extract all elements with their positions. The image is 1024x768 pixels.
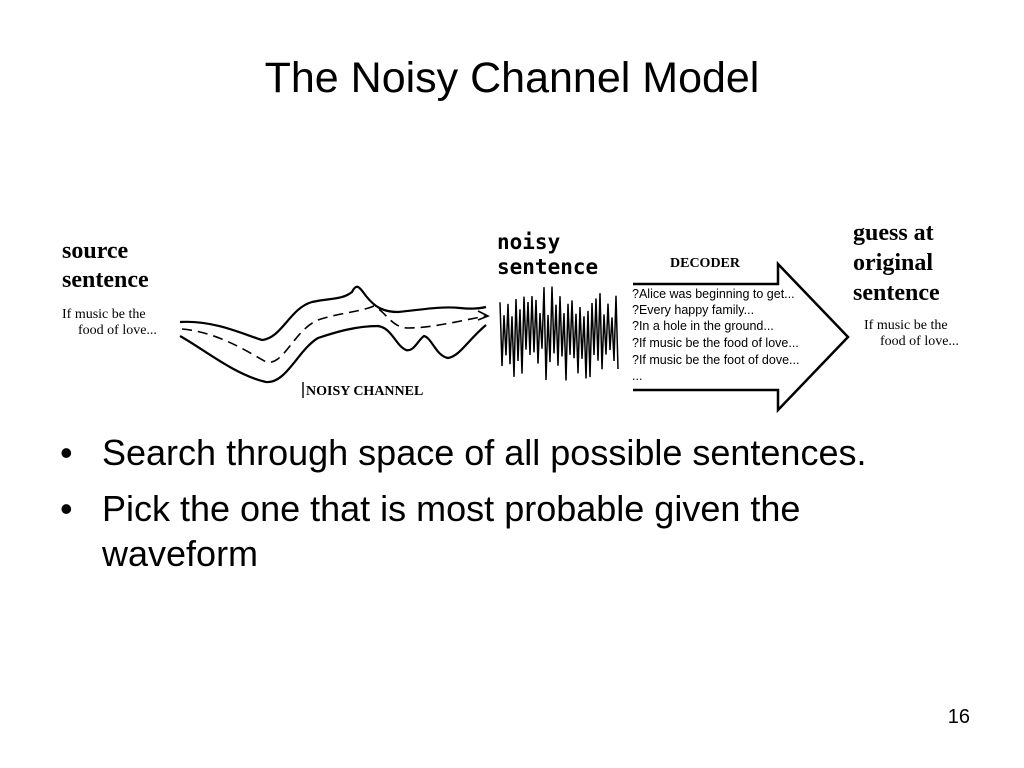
- guess-heading-line3: sentence: [853, 280, 940, 306]
- decoder-candidate: ?If music be the food of love...: [632, 336, 799, 350]
- decoder-candidate: ?If music be the foot of dove...: [632, 353, 799, 367]
- bullet-symbol: •: [60, 488, 73, 529]
- guess-text-line1: If music be the: [864, 318, 948, 333]
- decoder-candidate: ...: [632, 369, 642, 383]
- noisy-waveform: [499, 286, 619, 381]
- bullet-text: Search through space of all possible sen…: [102, 432, 867, 473]
- noisy-heading-line1: noisy: [497, 230, 561, 254]
- source-text-line1: If music be the: [62, 307, 146, 322]
- bullet-list: • Search through space of all possible s…: [60, 430, 960, 587]
- guess-text-line2: food of love...: [880, 334, 959, 349]
- guess-heading-line1: guess at: [853, 220, 934, 246]
- decoder-candidates: ?Alice was beginning to get... ?Every ha…: [632, 287, 799, 383]
- source-heading-line1: source: [62, 238, 129, 264]
- page-number: 16: [947, 706, 970, 728]
- channel-upper-boundary: [179, 285, 487, 342]
- decoder-candidate: ?Every happy family...: [632, 303, 754, 317]
- decoder-candidate: ?In a hole in the ground...: [632, 319, 774, 333]
- decoder-candidate: ?Alice was beginning to get...: [632, 287, 795, 301]
- noisy-heading-line2: sentence: [497, 255, 598, 279]
- channel-lower-boundary: [179, 324, 487, 384]
- channel-arrow-head: [477, 310, 490, 321]
- channel-label: NOISY CHANNEL: [306, 384, 423, 399]
- decoder-label: DECODER: [670, 256, 741, 271]
- source-heading-line2: sentence: [62, 267, 149, 293]
- noisy-channel-tube: [179, 285, 490, 398]
- source-text-line2: food of love...: [78, 323, 157, 338]
- decoder-arrow-outline: [633, 260, 850, 414]
- channel-signal-path: [181, 305, 487, 363]
- guess-heading-line2: original: [853, 250, 933, 276]
- bullet-symbol: •: [60, 432, 73, 473]
- bullet-item: • Search through space of all possible s…: [60, 430, 960, 475]
- bullet-item: • Pick the one that is most probable giv…: [60, 486, 960, 576]
- slide-title: The Noisy Channel Model: [264, 54, 760, 102]
- bullet-text: Pick the one that is most probable given…: [102, 488, 801, 574]
